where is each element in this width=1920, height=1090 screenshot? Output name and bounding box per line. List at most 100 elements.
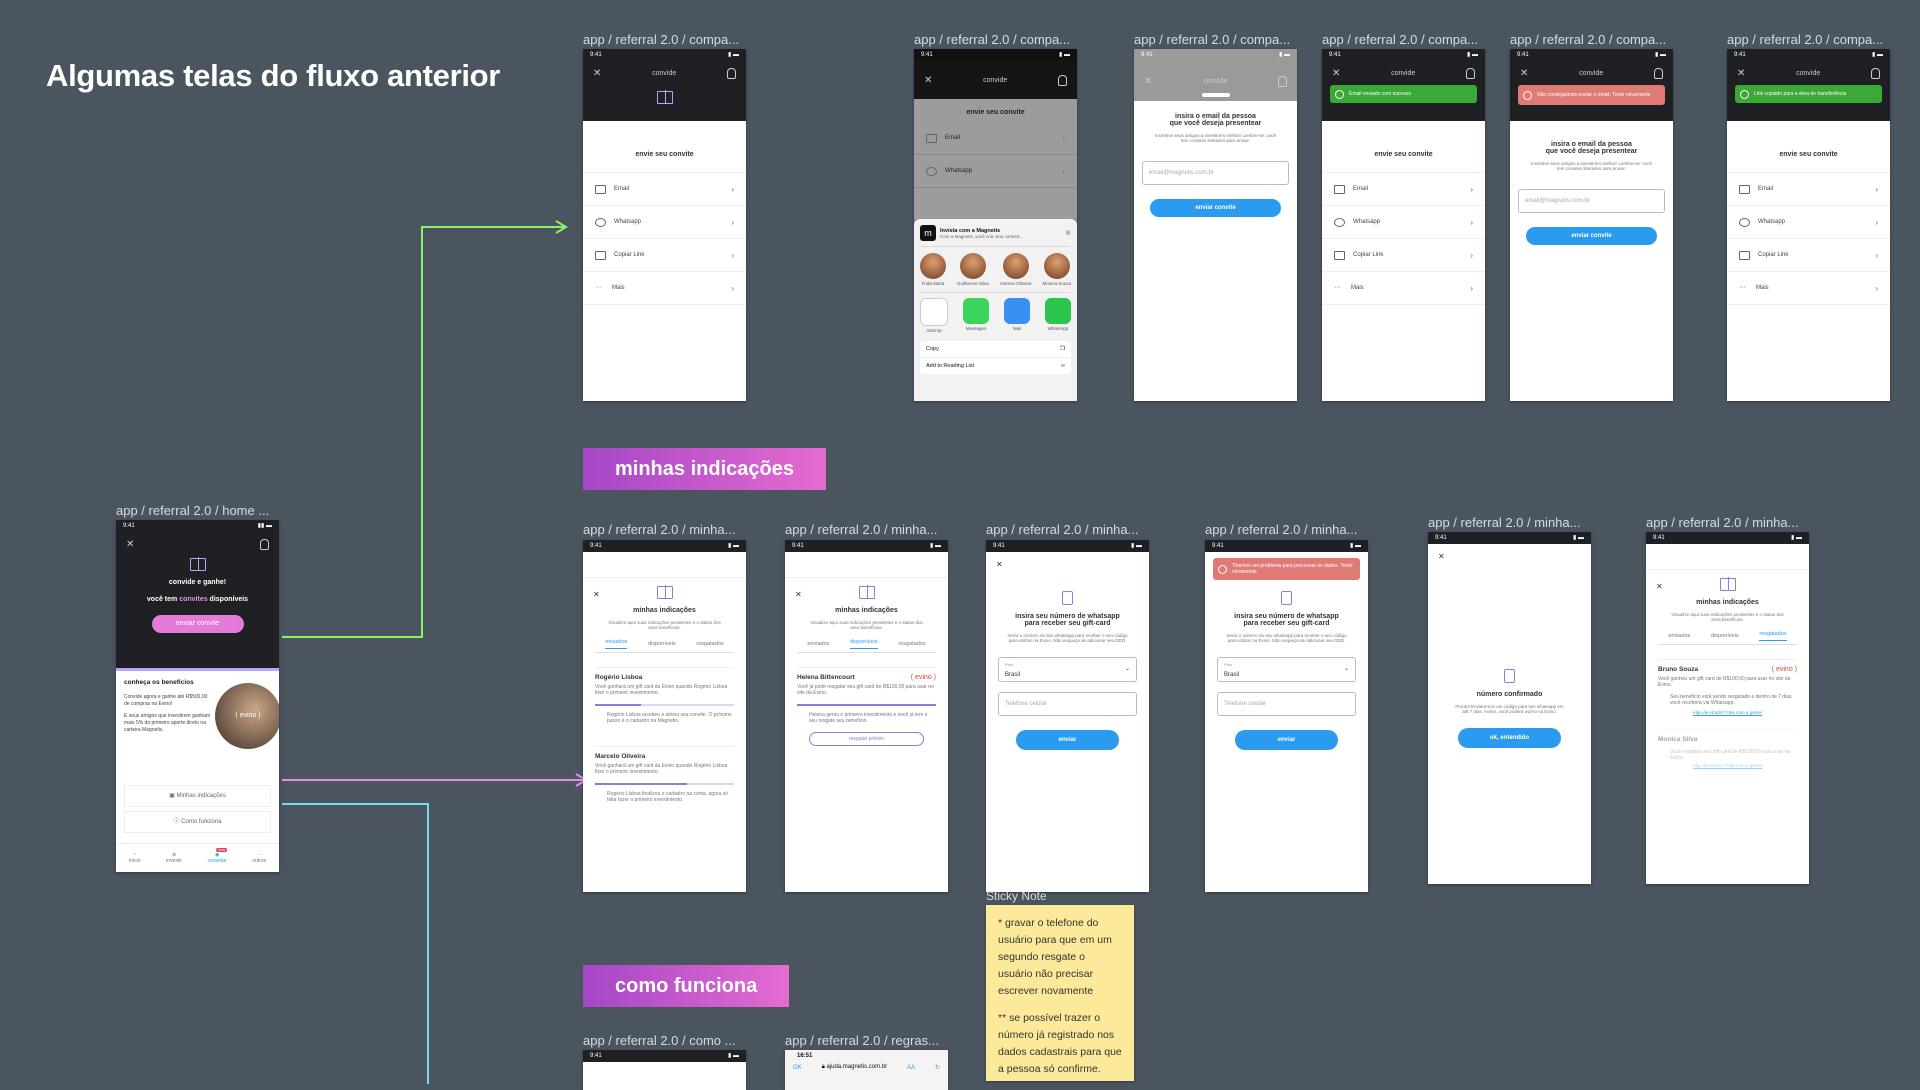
share-whatsapp[interactable]: WhatsApp [1045,298,1071,333]
invite-whatsapp[interactable]: Whatsapp› [914,155,1077,188]
email-error-screen: 9:41▮ ▬ ✕convide Não conseguimos enviar … [1510,49,1673,401]
tab-resgatados[interactable]: resgatados [696,641,724,647]
browser-done-button[interactable]: OK [793,1064,802,1071]
invite-email[interactable]: Email› [914,122,1077,155]
email-input[interactable]: email@magnetis.com.br [1142,161,1289,185]
contact-4[interactable]: Monica Souza [1042,253,1071,286]
close-icon[interactable]: ✕ [924,74,933,86]
frame-label-regras: app / referral 2.0 / regras... [785,1033,939,1048]
profile-icon[interactable] [260,538,269,550]
share-messages[interactable]: Messages [963,298,989,333]
share-mail[interactable]: Mail [1004,298,1030,333]
support-link[interactable]: Algo de errado? Fale com a gente! [1692,763,1763,768]
invite-email[interactable]: Email› [583,173,746,206]
close-icon[interactable]: ✕ [126,538,135,550]
tab-disponiveis[interactable]: disponíveis [1711,633,1739,639]
profile-icon[interactable] [727,67,736,79]
referrals-title: minhas indicações [633,607,696,614]
referral-card: Rogério Lisboa Você ganhará um gift card… [595,667,734,724]
redeem-button[interactable]: resgatar prêmio [809,732,924,746]
invite-email[interactable]: Email› [1727,173,1890,206]
frame-label-minha-3: app / referral 2.0 / minha... [986,522,1139,537]
url-bar[interactable]: 🔒︎ ajuda.magnetis.com.br [821,1064,888,1070]
success-toast: Link copiado para a área de transferênci… [1735,85,1882,103]
phone-form-title-2: para receber seu gift-card [1024,620,1111,627]
send-email-button[interactable]: enviar convite [1526,227,1657,245]
invite-more[interactable]: ···Mais› [1322,272,1485,305]
support-link[interactable]: Algo de errado? Fale com a gente! [1692,710,1763,715]
nav-investir[interactable]: ⊕investir [166,852,183,864]
invite-more[interactable]: ···Mais› [583,272,746,305]
nav-inicio[interactable]: ◔início [128,852,141,864]
section-minhas-indicacoes: minhas indicações [583,448,826,490]
phone-input[interactable]: Telefone celular [1217,692,1356,716]
close-icon[interactable]: ✕ [593,67,602,79]
invite-copy-link[interactable]: Copiar Link› [1727,239,1890,272]
reload-icon[interactable]: ↻ [934,1065,940,1071]
tab-enviados[interactable]: enviados [605,639,628,649]
invite-email[interactable]: Email› [1322,173,1485,206]
contact-3[interactable]: Antonio Oliveira [1000,253,1031,286]
ok-button[interactable]: ok, entendido [1458,728,1561,748]
nav-outros[interactable]: ⋯outros [252,852,267,864]
share-reading-list[interactable]: Add to Reading List∞ [926,363,1065,369]
tab-enviados[interactable]: enviados [807,641,830,647]
arrow-to-como [282,803,429,1084]
invite-copy-link[interactable]: Copiar Link› [583,239,746,272]
invite-whatsapp[interactable]: Whatsapp› [583,206,746,239]
benefits-text-2: E seus amigos que investirem ganham mais… [124,713,211,733]
share-sheet-screen: 9:41▮ ▬ ✕convide envie seu convite Email… [914,49,1077,401]
arrow-to-invite [282,226,566,638]
send-phone-button[interactable]: enviar [1016,730,1119,750]
email-success-screen: 9:41▮ ▬ ✕convide Email enviado com suces… [1322,49,1485,401]
email-form-title-1: insira o email da pessoa [1175,113,1256,120]
tab-resgatados[interactable]: resgatados [898,641,926,647]
tab-disponiveis[interactable]: disponíveis [648,641,676,647]
sticky-paragraph-2: ** se possível trazer o número já regist… [998,1012,1122,1075]
close-circle-icon[interactable]: ⊗ [1065,230,1071,237]
chevron-right-icon: › [731,283,734,293]
tab-enviados[interactable]: enviados [1668,633,1691,639]
invite-more[interactable]: ···Mais› [1727,272,1890,305]
gift-icon [656,90,673,104]
invite-whatsapp[interactable]: Whatsapp› [1727,206,1890,239]
tab-disponiveis[interactable]: disponíveis [850,639,878,649]
benefits-title: conheça os benefícios [124,679,194,686]
referrals-sent-screen: 9:41▮ ▬ ✕ minhas indicações Visualize aq… [583,540,746,892]
status-time: 9:41 [123,523,135,529]
close-icon[interactable]: ✕ [996,560,1003,569]
send-email-button[interactable]: enviar convite [1150,199,1281,217]
phone-icon [1062,591,1073,605]
my-referrals-link[interactable]: ▣ Minhas indicações [124,785,271,807]
share-copy[interactable]: Copy❐ [920,341,1071,358]
text-size-button[interactable]: AA [907,1064,916,1071]
send-phone-button[interactable]: enviar [1235,730,1338,750]
glasses-icon: ∞ [1061,363,1065,369]
send-invite-button[interactable]: enviar convite [151,615,244,633]
frame-label-compa-5: app / referral 2.0 / compa... [1510,32,1667,47]
tab-resgatados[interactable]: resgatados [1759,631,1787,641]
contact-2[interactable]: Guilherme Silva [957,253,989,286]
share-airdrop[interactable]: AirDrop [920,298,948,333]
how-it-works-link[interactable]: ⓘ Como funciona [124,811,271,833]
close-icon[interactable]: ✕ [1438,552,1445,561]
profile-icon[interactable] [1058,74,1067,86]
close-icon[interactable]: ✕ [795,590,802,599]
chevron-right-icon: › [731,184,734,194]
frame-label-compa-1: app / referral 2.0 / compa... [583,32,740,47]
close-icon[interactable]: ✕ [593,590,600,599]
email-input[interactable]: email@magnetis.com.br [1518,189,1665,213]
invite-whatsapp[interactable]: Whatsapp› [1322,206,1485,239]
referral-card: Marcelo Oliveira Você ganhará um gift ca… [595,746,734,803]
invite-copy-link[interactable]: Copiar Link› [1322,239,1485,272]
frame-label-compa-6: app / referral 2.0 / compa... [1727,32,1884,47]
phone-input[interactable]: Telefone celular [998,692,1137,716]
invite-title: envie seu convite [635,151,694,158]
close-icon[interactable]: ✕ [1656,582,1663,591]
share-title: Invista com a Magnetis [940,227,1001,234]
contact-1[interactable]: Frida Maria [920,253,946,286]
